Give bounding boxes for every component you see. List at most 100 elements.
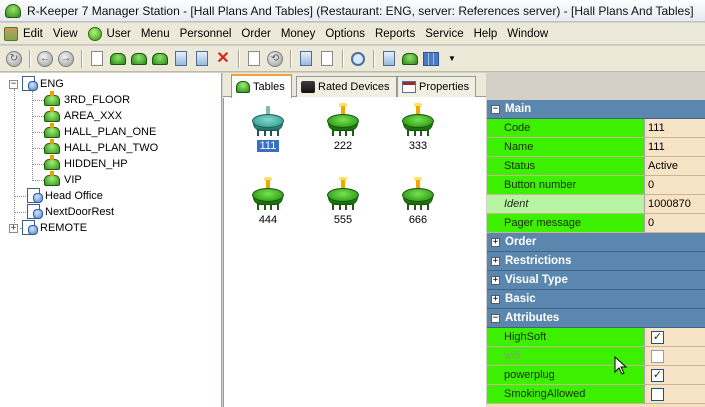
hall-tree-panel: − ENG 3RD_FLOOR AREA_XXX HALL_PLAN_ONE H… [0,73,222,407]
new-table-button[interactable] [108,49,128,69]
magnifier-icon [351,51,365,66]
cancel-icon: ⟲ [267,50,283,67]
device-icon [175,51,187,66]
tree-connector [32,91,33,181]
section-collapse-toggle[interactable]: − [491,104,500,114]
view-mode-dropdown[interactable]: ▼ [442,49,462,69]
save-button[interactable] [244,49,264,69]
tree-node-eng[interactable]: − ENG [9,76,64,91]
tree-node-hall[interactable]: AREA_XXX [44,106,122,124]
menu-order[interactable]: Order [241,27,271,40]
menu-options[interactable]: Options [325,27,365,40]
forward-button[interactable]: → [56,49,76,69]
attribute-row-smokingallowed[interactable]: SmokingAllowed [487,385,705,404]
menu-service[interactable]: Service [425,27,464,40]
toolbar-separator [290,49,292,68]
attribute-checkbox[interactable] [651,350,664,363]
section-main[interactable]: −Main [487,100,705,119]
section-attributes[interactable]: −Attributes [487,309,705,328]
copy-button[interactable] [296,49,316,69]
hall-table-icon [44,106,60,122]
back-button[interactable]: ← [35,49,55,69]
table-item[interactable]: 444 [244,177,292,226]
table-item[interactable]: 666 [394,177,442,226]
menu-window[interactable]: Window [507,27,549,40]
tree-node-nextdoorrest[interactable]: NextDoorRest [26,204,114,220]
table-group-button[interactable] [150,49,170,69]
section-expand-toggle[interactable]: + [491,275,500,285]
section-visual-type[interactable]: +Visual Type [487,271,705,290]
attribute-row-powerplug[interactable]: powerplug✓ [487,366,705,385]
add-table-button[interactable] [129,49,149,69]
attribute-checkbox[interactable]: ✓ [651,331,664,344]
menu-personnel[interactable]: Personnel [179,27,232,40]
tab-rated-devices[interactable]: Rated Devices [296,76,397,97]
tree-node-hall[interactable]: 3RD_FLOOR [44,90,130,108]
tree-node-hall[interactable]: HIDDEN_HP [44,154,128,172]
expand-toggle[interactable]: + [9,222,18,233]
save-disk-icon [248,51,260,66]
menu-reports[interactable]: Reports [374,27,416,40]
collapse-toggle[interactable]: − [9,78,18,89]
link-button[interactable] [379,49,399,69]
table-item[interactable]: 222 [319,103,367,152]
cancel-button[interactable]: ⟲ [265,49,285,69]
mouse-cursor-icon [614,356,628,375]
menu-menu[interactable]: Menu [140,27,170,40]
toolbar-separator [342,49,344,68]
new-document-button[interactable] [87,49,107,69]
table-icon [402,177,434,210]
hall-table-icon [44,122,60,138]
attribute-checkbox[interactable]: ✓ [651,369,664,382]
section-basic[interactable]: +Basic [487,290,705,309]
toolbar-separator [238,49,240,68]
tree-node-hall[interactable]: VIP [44,170,82,188]
table-item[interactable]: 333 [394,103,442,152]
section-restrictions[interactable]: +Restrictions [487,252,705,271]
find-button[interactable] [348,49,368,69]
view-mode-button[interactable] [421,49,441,69]
tab-properties[interactable]: Properties [397,76,477,97]
section-order[interactable]: +Order [487,233,705,252]
table-item[interactable]: 111 [244,106,292,153]
section-expand-toggle[interactable]: + [491,294,500,304]
attribute-row-highsoft[interactable]: HighSoft✓ [487,328,705,347]
refresh-icon: ↻ [6,50,22,67]
table-item[interactable]: 555 [319,177,367,226]
grid-view-icon [423,51,439,66]
tree-node-hall[interactable]: HALL_PLAN_ONE [44,122,156,140]
tree-node-hall[interactable]: HALL_PLAN_TWO [44,138,158,156]
device-button[interactable] [171,49,191,69]
color-button[interactable] [400,49,420,69]
attribute-checkbox[interactable] [651,388,664,401]
refresh-button[interactable]: ↻ [4,49,24,69]
tree-node-head-office[interactable]: Head Office [26,188,103,204]
tab-tables[interactable]: Tables [231,74,292,98]
menu-edit[interactable]: Edit [0,24,49,44]
attribute-row-wifi[interactable]: wifi [487,347,705,366]
tree-connector [32,116,44,117]
hall-table-icon [44,90,60,106]
section-expand-toggle[interactable]: + [491,237,500,247]
tree-connector [14,89,15,233]
section-collapse-toggle[interactable]: − [491,313,500,323]
paste-button[interactable] [317,49,337,69]
menu-user[interactable]: User [84,24,137,44]
menu-view[interactable]: View [52,27,78,40]
menu-help[interactable]: Help [473,27,498,40]
table-label: 666 [408,214,428,226]
restaurant-icon [26,188,43,204]
menu-bar: Edit View User Menu Personnel Order Mone… [0,23,705,45]
menu-money[interactable]: Money [280,27,316,40]
tree-connector [14,196,28,197]
section-expand-toggle[interactable]: + [491,256,500,266]
export-button[interactable] [192,49,212,69]
tree-node-remote[interactable]: + REMOTE [9,220,88,235]
delete-button[interactable]: ✕ [213,49,233,69]
